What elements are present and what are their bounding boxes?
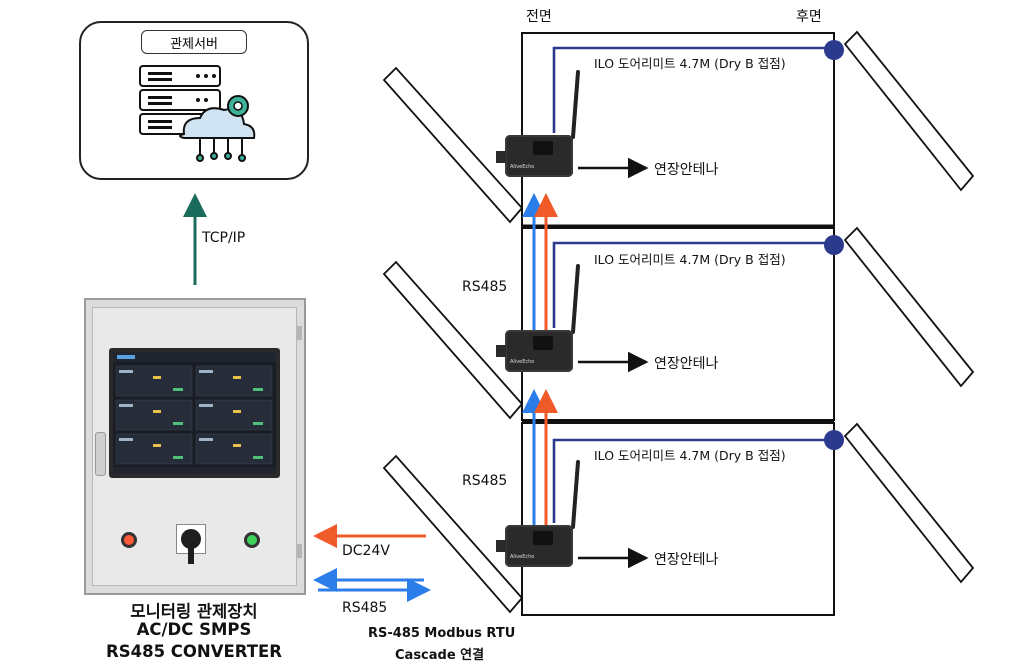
wireless-device-1: AliveEcho	[505, 135, 573, 177]
cabinet-caption-line2: AC/DC SMPS	[136, 620, 252, 639]
front-view-label: 전면	[526, 9, 552, 25]
cabinet-caption-line1: 모니터링 관제장치	[130, 602, 258, 621]
green-pilot-lamp	[244, 532, 260, 548]
rs485-label-2: RS485	[462, 279, 508, 295]
rs485-label-3: RS485	[462, 473, 508, 489]
antenna-label-2: 연장안테나	[654, 356, 719, 372]
rs485-link-label: RS485	[342, 600, 388, 616]
rs485-cascade-lines	[522, 193, 558, 525]
selector-switch-lever	[188, 547, 194, 564]
server-icon	[139, 65, 256, 162]
rear-view-label: 후면	[796, 9, 822, 25]
antennas	[571, 70, 580, 529]
cabinet-caption-line3: RS485 CONVERTER	[106, 642, 282, 661]
antenna-arrows	[578, 157, 649, 569]
device-brand-2: AliveEcho	[510, 359, 535, 365]
front-doors	[382, 66, 524, 614]
server-title: 관제서버	[141, 30, 247, 54]
sensor-wiring	[552, 46, 834, 523]
device-mount-2	[496, 345, 506, 357]
monitor-screen	[109, 348, 280, 478]
rack-frame	[521, 32, 835, 616]
cabinet-hinge-top	[297, 326, 302, 340]
device-brand-1: AliveEcho	[510, 164, 535, 170]
wireless-device-2: AliveEcho	[505, 330, 573, 372]
modbus-caption-line2: Cascade 연결	[395, 648, 485, 663]
selector-switch-knob	[181, 529, 201, 549]
tcp-ip-label: TCP/IP	[202, 230, 246, 246]
rear-doors	[843, 30, 975, 584]
antenna-label-1: 연장안테나	[654, 162, 719, 178]
door-sensor-label-1: ILO 도어리미트 4.7M (Dry B 접점)	[594, 56, 786, 71]
red-pilot-lamp	[121, 532, 137, 548]
dashboard-thumbnail	[113, 352, 276, 474]
device-brand-3: AliveEcho	[510, 554, 535, 560]
wireless-device-3: AliveEcho	[505, 525, 573, 567]
door-sensor-dots	[824, 40, 844, 450]
door-sensor-label-2: ILO 도어리미트 4.7M (Dry B 접점)	[594, 252, 786, 267]
door-sensor-label-3: ILO 도어리미트 4.7M (Dry B 접점)	[594, 448, 786, 463]
dc24v-label: DC24V	[342, 543, 390, 559]
device-mount-1	[496, 151, 506, 163]
cabinet-hinge-bottom	[297, 544, 302, 558]
device-mount-3	[496, 540, 506, 552]
antenna-label-3: 연장안테나	[654, 552, 719, 568]
cabinet-handle	[95, 432, 106, 476]
modbus-caption-line1: RS-485 Modbus RTU	[368, 626, 516, 641]
